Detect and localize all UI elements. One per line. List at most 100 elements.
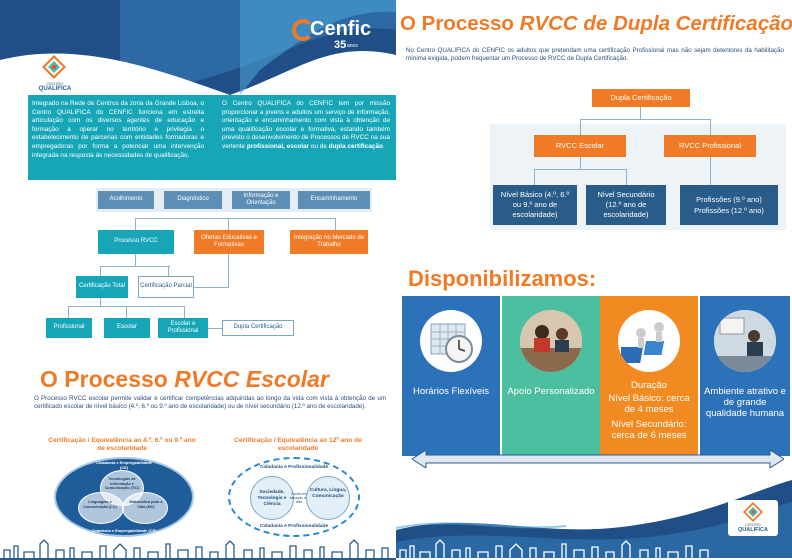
intro-left-text: Integrado na Rede de Centros da zona da …	[32, 100, 204, 159]
qualifica-text: QUALIFICA	[38, 86, 72, 92]
card-horarios-label: Horários Flexíveis	[412, 386, 490, 397]
flow-cert-total-label: Certificação Total	[79, 283, 125, 290]
dupla-connector	[640, 107, 641, 119]
dupla-root-label: Dupla Certificação	[610, 93, 672, 103]
card-duracao: Duração Nível Básico: cerca de 4 meses N…	[600, 296, 698, 456]
escolar-sec-top-label: Cidadania e Profissionalidade	[259, 465, 329, 470]
flow-connector	[184, 306, 185, 318]
flow-profissional: Profissional	[46, 318, 92, 338]
dupla-profissoes-12: Profissões (12.º ano)	[694, 206, 764, 215]
flow-connector	[208, 328, 222, 329]
qualifica-top-text-right: CENTRO	[745, 523, 761, 527]
card-duracao-secundario: Nível Secundário: cerca de 6 meses	[611, 419, 687, 441]
escolar-sec-title: Certificação / Equivalência ao 12º ano d…	[234, 437, 362, 452]
escolar-title-a: O Processo	[40, 366, 175, 392]
escolar-basic-bottom-label: Cidadania e Empregabilidade (CE)	[91, 528, 157, 533]
escolar-basic-mv	[122, 492, 168, 524]
flow-connector	[335, 218, 336, 230]
dupla-connector	[534, 169, 535, 185]
flow-processo-rvcc: Processo RVCC	[98, 230, 174, 254]
dupla-title-b: RVCC de Dupla Certificação	[519, 12, 792, 35]
dupla-rvcc-escolar-label: RVCC Escolar	[555, 141, 605, 151]
intro-right-e: .	[382, 142, 385, 150]
figures-icon	[618, 310, 680, 372]
flow-escolar-label: Escolar	[116, 324, 137, 331]
cenfic-years: 35	[334, 39, 347, 51]
card-apoio: Apoio Personalizado	[502, 296, 600, 456]
flow-processo-label: Processo RVCC	[114, 238, 158, 245]
card-ambiente: Ambiente atrativo e de grande qualidade …	[700, 296, 790, 456]
flow-connector	[168, 266, 169, 276]
double-arrow	[412, 450, 784, 468]
flow-connector	[135, 218, 335, 219]
flow-step-diagnostico: Diagnóstico	[164, 191, 222, 209]
classroom-icon	[714, 310, 776, 372]
people-meeting-icon	[520, 310, 582, 372]
escolar-basic-top-label: Cidadania e Empregabilidade (CE)	[96, 460, 152, 470]
flow-step-encaminhamento-label: Encaminhamento	[310, 196, 358, 203]
qualifica-top-text: CENTRO	[46, 81, 64, 86]
skyline-right	[396, 539, 792, 560]
flow-step-informacao-label: Informação e Orientação	[243, 192, 279, 207]
escolar-sec-clc	[306, 476, 350, 520]
flow-esc-prof: Escolar e Profissional	[158, 318, 208, 338]
flow-cert-parcial: Certificação Parcial	[138, 276, 194, 298]
flow-cert-total: Certificação Total	[76, 276, 128, 298]
intro-right-c: ou de	[309, 142, 329, 150]
dupla-connector	[580, 157, 581, 169]
escolar-sec-clc-label: Cultura, Língua, Comunicação	[309, 488, 347, 499]
flow-connector	[228, 254, 229, 288]
flow-connector	[100, 266, 170, 267]
card-apoio-label: Apoio Personalizado	[507, 386, 595, 397]
escolar-sec-stc-label: Sociedade, Tecnologia e Ciência	[257, 490, 287, 507]
flow-ofertas-label: Ofertas Educativas e Formativas	[201, 234, 257, 249]
flow-connector	[100, 298, 101, 306]
flow-connector	[126, 306, 127, 318]
intro-right-text: O Centro QUALIFICA do CENFIC tem por mis…	[222, 100, 390, 152]
flow-step-acolhimento-label: Acolhimento	[109, 196, 143, 203]
qualifica-logo-right: CENTRO QUALIFICA	[728, 500, 778, 536]
escolar-basic-mv-label: Matemática para a Vida (MV)	[129, 500, 163, 509]
dupla-connector	[626, 169, 627, 185]
skyline-left	[0, 539, 396, 560]
dupla-nivel-secundario: Nível Secundário (12.º ano de escolarida…	[586, 185, 666, 225]
dupla-profissoes-9: Profissões (9.º ano)	[696, 195, 762, 204]
dupla-text: No Centro QUALIFICA do CENFIC os adultos…	[406, 47, 784, 62]
flow-connector	[68, 306, 69, 318]
flow-dupla: Dupla Certificação	[222, 320, 294, 336]
escolar-basic-tic-label: Tecnologias de Informação e Comunicação …	[104, 477, 140, 491]
dupla-nivel-basico-label: Nível Básico (4.º, 6.º ou 9.º ano de esc…	[500, 190, 570, 219]
dupla-profissoes: Profissões (9.º ano) Profissões (12.º an…	[680, 185, 778, 225]
cenfic-logo: Cenfic 35 anos	[292, 15, 372, 55]
flow-profissional-label: Profissional	[53, 324, 85, 331]
calendar-clock-icon	[420, 310, 482, 372]
flow-connector	[135, 218, 136, 230]
dupla-nivel-basico: Nível Básico (4.º, 6.º ou 9.º ano de esc…	[493, 185, 577, 225]
escolar-title-b: RVCC Escolar	[174, 366, 329, 392]
intro-block	[28, 95, 396, 180]
dupla-root: Dupla Certificação	[592, 89, 690, 107]
escolar-sec-bottom-label: Cidadania e Profissionalidade	[259, 524, 329, 529]
escolar-text: O Processo RVCC escolar permite validar …	[34, 395, 386, 410]
flow-connector	[228, 218, 229, 230]
flow-connector	[135, 254, 136, 266]
dupla-connector	[710, 119, 711, 135]
card-duracao-basico: Nível Básico: cerca de 4 meses	[608, 393, 690, 415]
qualifica-logo-left: CENTRO QUALIFICA	[30, 55, 80, 95]
dupla-title: O Processo RVCC de Dupla Certificação	[400, 12, 792, 36]
cenfic-swirl-icon	[292, 19, 314, 41]
flow-dupla-label: Dupla Certificação	[233, 324, 283, 331]
escolar-basic-lc	[78, 492, 124, 524]
dupla-rvcc-profissional-label: RVCC Profissional	[679, 141, 741, 151]
flow-esc-prof-label: Escolar e Profissional	[167, 320, 199, 335]
flow-step-acolhimento: Acolhimento	[98, 191, 154, 209]
flow-integracao-label: Integração no Mercado de Trabalho	[293, 234, 365, 249]
qualifica-text-right: QUALIFICA	[738, 527, 768, 533]
escolar-basic-title: Certificação / Equivalência ao 4.º, 6.º …	[48, 437, 196, 452]
flow-connector	[194, 287, 228, 288]
escolar-title: O Processo RVCC Escolar	[40, 366, 329, 393]
dupla-connector	[580, 119, 581, 135]
dupla-rvcc-profissional: RVCC Profissional	[664, 135, 756, 157]
flow-step-diagnostico-label: Diagnóstico	[177, 196, 209, 203]
dupla-nivel-secundario-label: Nível Secundário (12.º ano de escolarida…	[597, 190, 655, 219]
